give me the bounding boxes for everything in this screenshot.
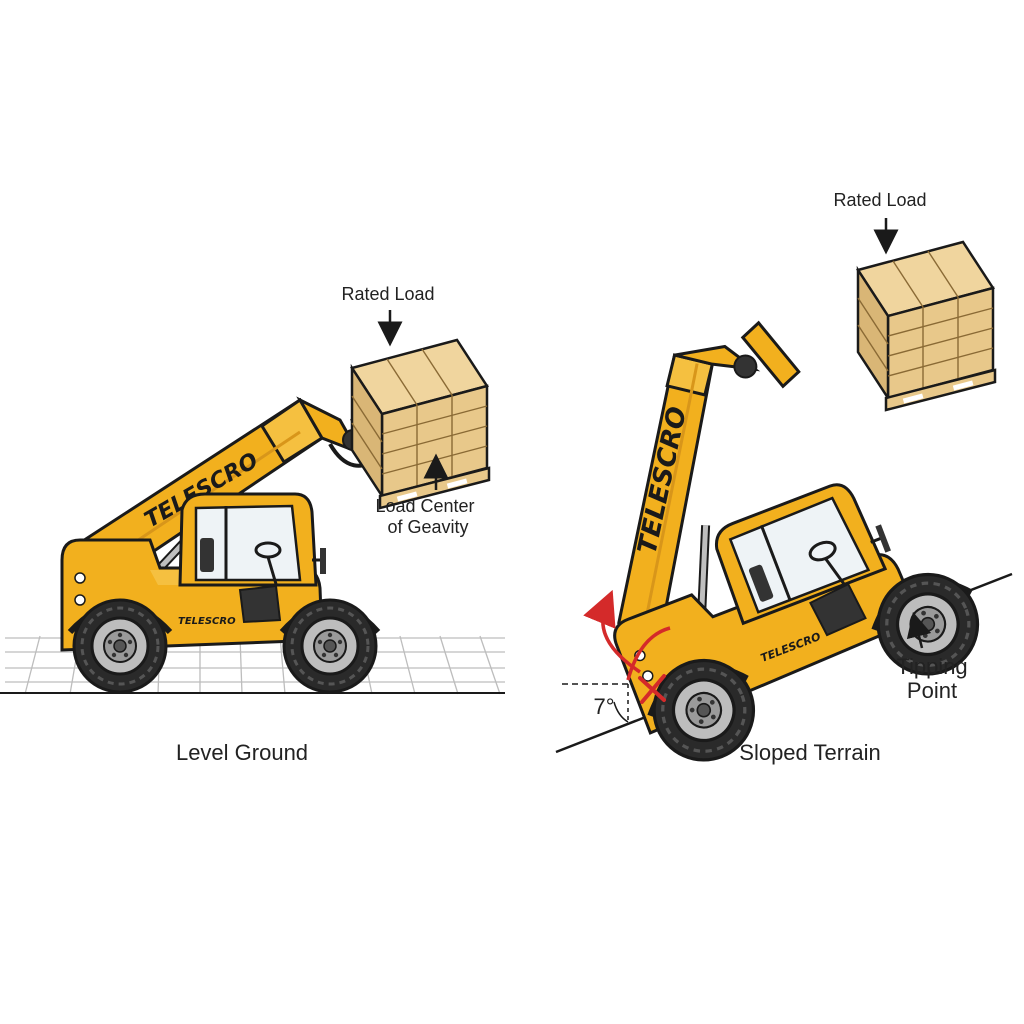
front-wheel: [72, 598, 168, 694]
lift-off-arc: [626, 626, 671, 681]
rated-load-crate: [856, 240, 997, 412]
telehandler-level: TELESCRO TELESCRO: [60, 338, 491, 694]
tipping-label-line2: Point: [907, 678, 957, 703]
cog-label-line2: of Geavity: [387, 517, 468, 537]
telehandler-sloped: TELESCRO TELESCRO: [613, 320, 994, 777]
right-panel: 7° TELESCRO: [555, 190, 1013, 777]
right-rated-load-label: Rated Load: [833, 190, 926, 210]
rated-load-crate: [350, 338, 491, 510]
rear-wheel: [282, 598, 378, 694]
slope-angle-label: 7°: [593, 694, 614, 719]
body-brand: TELESCRO: [178, 616, 236, 627]
tipping-label-line1: Tipping: [896, 654, 967, 679]
tipping-point-arrow: [906, 611, 932, 649]
warning-x-icon: [638, 674, 666, 704]
right-caption: Sloped Terrain: [739, 740, 880, 765]
left-rated-load-label: Rated Load: [341, 284, 434, 304]
left-panel: TELESCRO TELESCRO: [0, 284, 505, 765]
left-caption: Level Ground: [176, 740, 308, 765]
cog-label-line1: Load Center: [375, 496, 474, 516]
